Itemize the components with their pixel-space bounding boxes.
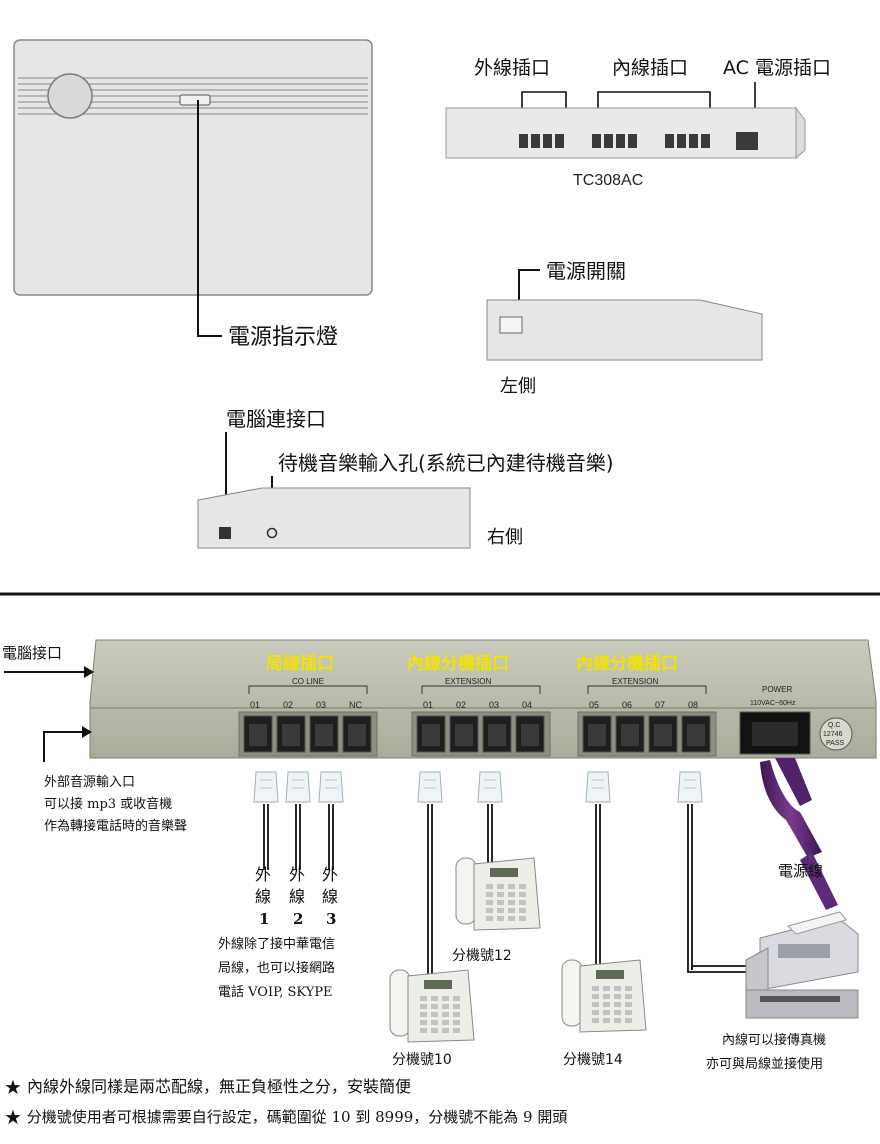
label-ac-jack: AC 電源插口 <box>723 57 831 79</box>
label-phone-12: 分機號12 <box>452 948 512 964</box>
label-pc-port: 電腦連接口 <box>226 407 326 431</box>
fax-note-line-1: 內線可以接傳真機 <box>722 1032 826 1048</box>
ext-a-port-label: 01 <box>423 700 433 710</box>
music-input-line-2: 可以接 mp3 或收音機 <box>44 796 172 812</box>
label-phone-10: 分機號10 <box>392 1052 452 1068</box>
fax-note-line-2: 亦可與局線並接使用 <box>706 1056 823 1072</box>
co-port-label: NC <box>349 700 362 710</box>
rj11-plugs <box>253 771 752 1016</box>
ext-a-port-label: 04 <box>522 700 532 710</box>
fax-machine-icon <box>745 911 859 1019</box>
qc-line-2: 12746 <box>823 731 843 738</box>
rj11-plug-icon <box>318 771 344 803</box>
ext-a-group-label: EXTENSION <box>445 677 491 686</box>
outer-line-2-char-1: 外 <box>289 865 305 884</box>
footer-note-2: ★ 分機號使用者可根據需要自行設定，碼範圍從 10 到 8999，分機號不能為 … <box>4 1106 567 1128</box>
model-label: TC308AC <box>573 172 643 189</box>
unit-front-view <box>13 39 373 337</box>
phone-12-icon <box>455 857 541 931</box>
label-power-cord: 電源線 <box>778 862 823 880</box>
label-phone-14: 分機號14 <box>563 1052 623 1068</box>
rj11-plug-icon <box>417 771 443 803</box>
star-icon: ★ <box>4 1075 22 1099</box>
music-input-line-3: 作為轉接電話時的音樂聲 <box>44 818 187 834</box>
ext-b-port-label: 08 <box>688 700 698 710</box>
co-port-label: 01 <box>250 700 260 710</box>
label-hold-music-input: 待機音樂輸入孔(系統已內建待機音樂) <box>278 451 614 475</box>
label-pc-connector: 電腦接口 <box>2 644 62 662</box>
phone-10-icon <box>389 969 475 1043</box>
footer-note-2-text: 分機號使用者可根據需要自行設定，碼範圍從 10 到 8999，分機號不能為 9 … <box>26 1108 568 1126</box>
outer-note-line-3: 電話 VOIP, SKYPE <box>218 984 333 1000</box>
outer-line-3-number: 3 <box>326 910 336 928</box>
unit-left-side <box>486 299 763 361</box>
rj11-plug-icon <box>677 771 703 803</box>
footer-note-1: ★ 內線外線同樣是兩芯配線，無正負極性之分，安裝簡便 <box>4 1076 411 1098</box>
outer-line-1-char-1: 外 <box>255 865 271 884</box>
outer-line-2-char-2: 線 <box>289 887 305 906</box>
label-power-switch: 電源開關 <box>546 259 626 283</box>
qc-line-3: PASS <box>826 740 844 747</box>
outer-line-1-char-2: 線 <box>255 887 271 906</box>
pc-port <box>219 527 231 539</box>
unit-rear-view <box>445 106 806 160</box>
label-int-line-jack: 內線插口 <box>612 57 688 79</box>
label-left-side: 左側 <box>500 376 536 397</box>
power-indicator <box>179 94 211 106</box>
outer-line-labels: 外 線 1 外 線 2 外 線 3 <box>255 865 338 928</box>
unit-right-side <box>197 487 471 549</box>
outer-line-1-number: 1 <box>259 910 269 928</box>
ext-b-port-label: 07 <box>655 700 665 710</box>
label-ext-jack-a: 內線分機插口 <box>407 653 509 674</box>
rj11-plug-icon <box>585 771 611 803</box>
ext-a-port-label: 02 <box>456 700 466 710</box>
outer-line-3-char-1: 外 <box>322 865 338 884</box>
ext-b-group-label: EXTENSION <box>612 677 658 686</box>
qc-line-1: Q.C <box>828 722 840 729</box>
label-power-indicator: 電源指示燈 <box>228 325 338 350</box>
power-spec: 110VAC~60Hz <box>750 700 796 707</box>
music-input-line-1: 外部音源輸入口 <box>44 774 135 790</box>
hold-music-jack <box>266 527 278 539</box>
rj11-plug-icon <box>285 771 311 803</box>
power-switch <box>499 316 523 334</box>
power-title: POWER <box>762 685 792 694</box>
telephones <box>389 857 647 1043</box>
jack-groups: CO LINE 01 02 03 NC EXTENSION 01 02 03 04 EXTENSIO… <box>238 677 717 757</box>
ext-b-port-label: 05 <box>589 700 599 710</box>
co-port-label: 02 <box>283 700 293 710</box>
rj11-plug-icon <box>253 771 279 803</box>
power-cord <box>760 758 838 910</box>
co-port-label: 03 <box>316 700 326 710</box>
co-group-label: CO LINE <box>292 677 324 686</box>
outer-line-3-char-2: 線 <box>322 887 338 906</box>
label-ext-jack-b: 內線分機插口 <box>576 653 678 674</box>
phone-14-icon <box>561 959 647 1033</box>
label-ext-line-jack: 外線插口 <box>474 57 550 79</box>
ext-a-port-label: 03 <box>489 700 499 710</box>
knob <box>47 73 93 119</box>
star-icon: ★ <box>4 1105 22 1129</box>
power-socket: POWER 110VAC~60Hz Q.C 12746 PASS <box>739 685 853 755</box>
rj11-plug-icon <box>477 771 503 803</box>
outer-note-line-2: 局線，也可以接網路 <box>218 960 335 976</box>
label-right-side: 右側 <box>487 527 523 548</box>
outer-line-2-number: 2 <box>293 910 303 928</box>
footer-note-1-text: 內線外線同樣是兩芯配線，無正負極性之分，安裝簡便 <box>27 1077 412 1096</box>
ext-b-port-label: 06 <box>622 700 632 710</box>
outer-note-line-1: 外線除了接中華電信 <box>218 936 335 952</box>
label-co-jack: 局線插口 <box>266 653 334 674</box>
